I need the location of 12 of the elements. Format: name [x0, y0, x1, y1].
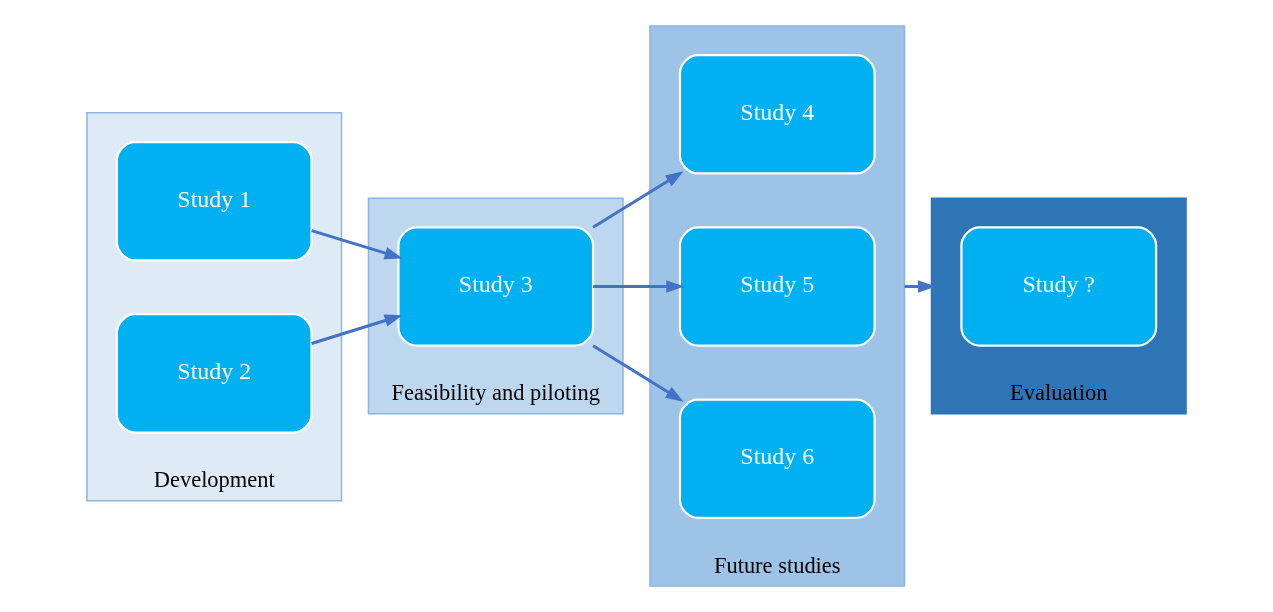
node-box: Study 5	[678, 226, 876, 347]
node-box: Study ?	[960, 226, 1158, 347]
arrow	[592, 344, 684, 402]
arrow	[592, 171, 684, 229]
arrow	[593, 280, 685, 293]
node-box: Study 3	[397, 226, 595, 347]
arrow	[311, 229, 403, 260]
node-box: Study 6	[678, 398, 876, 519]
arrow	[311, 314, 403, 345]
node-box: Study 4	[678, 54, 876, 175]
node-box: Study 2	[115, 313, 313, 434]
node-box: Study 1	[115, 140, 313, 262]
